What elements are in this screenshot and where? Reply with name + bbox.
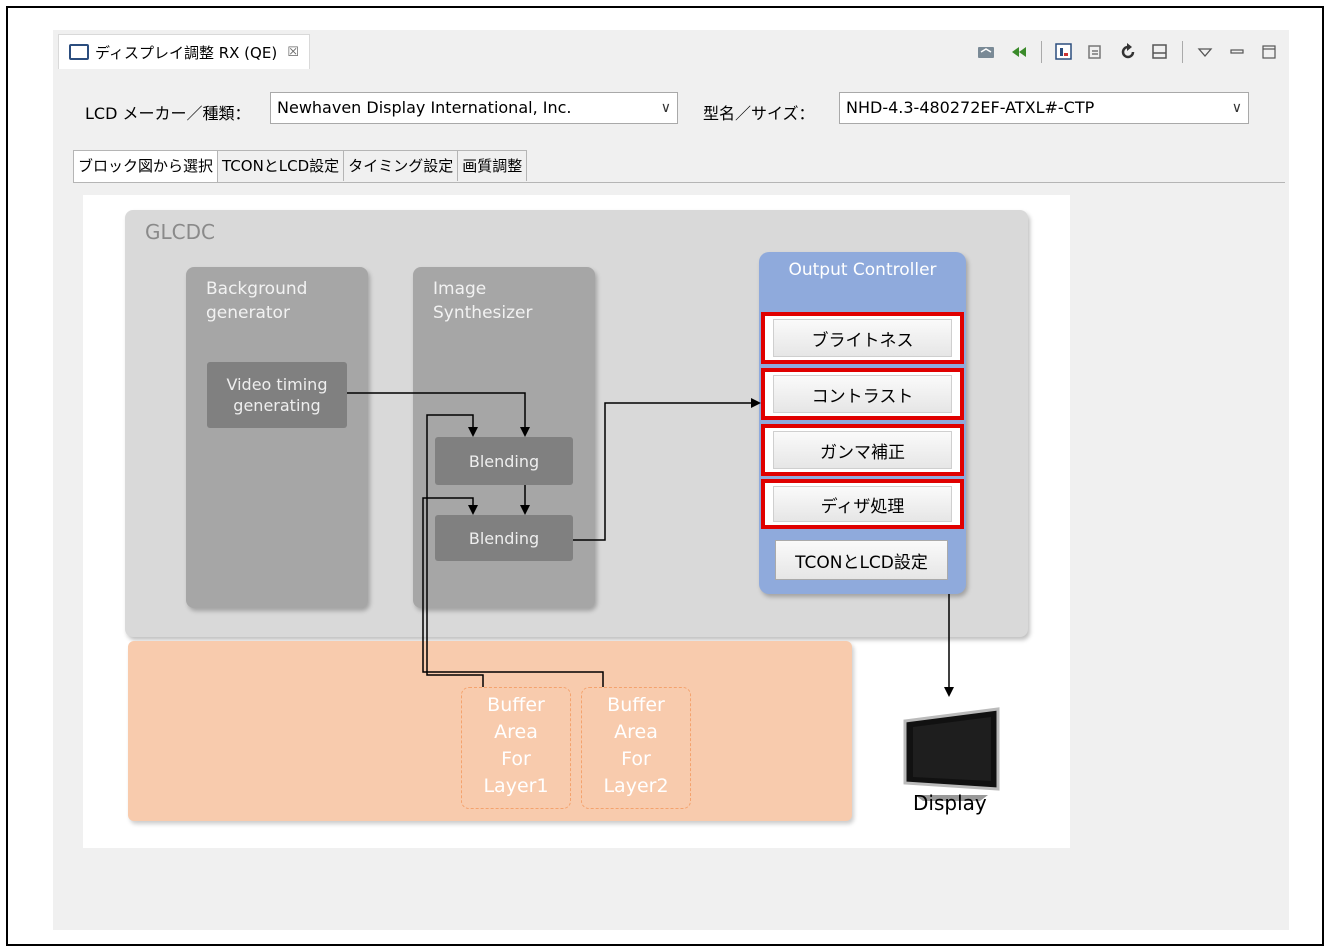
- lcd-model-select[interactable]: NHD-4.3-480272EF-ATXL#-CTP ∨: [839, 92, 1249, 124]
- video-timing-label-1: Video timing: [226, 375, 328, 394]
- brightness-label: ブライトネス: [773, 319, 952, 357]
- window-frame: ディスプレイ調整 RX (QE) ☒: [6, 6, 1324, 946]
- view-tab[interactable]: ディスプレイ調整 RX (QE) ☒: [58, 34, 310, 69]
- gamma-correction-button[interactable]: ガンマ補正: [761, 424, 964, 476]
- tab-divider: [73, 182, 1285, 183]
- gamma-label: ガンマ補正: [773, 431, 952, 469]
- buffer-area: [128, 641, 852, 821]
- view-toolbar: [977, 38, 1279, 66]
- output-controller-label: Output Controller: [788, 260, 937, 280]
- tab-block-diagram[interactable]: ブロック図から選択: [73, 150, 219, 183]
- chevron-down-icon: ∨: [660, 100, 671, 116]
- dither-label: ディザ処理: [773, 486, 952, 522]
- tab-image-quality[interactable]: 画質調整: [457, 150, 528, 181]
- view-tab-title: ディスプレイ調整 RX (QE): [95, 43, 278, 62]
- buffer-layer2: Buffer Area For Layer2: [581, 687, 691, 809]
- rewind-icon[interactable]: [1009, 42, 1029, 62]
- monitor-icon: [69, 44, 89, 60]
- settings-tabs: ブロック図から選択 TCONとLCD設定 タイミング設定 画質調整: [73, 150, 528, 183]
- video-timing-label-2: generating: [233, 396, 321, 415]
- buffer2-line2: Area: [614, 721, 658, 743]
- bg-generator-label-2: generator: [206, 303, 290, 323]
- blending-block-2: Blending: [435, 515, 573, 561]
- display-monitor-icon: [903, 707, 1000, 801]
- bg-generator-label-1: Background: [206, 279, 308, 299]
- buffer1-line4: Layer1: [483, 775, 549, 797]
- contrast-button[interactable]: コントラスト: [761, 368, 964, 420]
- brightness-button[interactable]: ブライトネス: [761, 312, 964, 364]
- lcd-model-value: NHD-4.3-480272EF-ATXL#-CTP: [846, 98, 1095, 117]
- lcd-selection-row: LCD メーカー／種類： Newhaven Display Internatio…: [53, 92, 1289, 132]
- lcd-maker-select[interactable]: Newhaven Display International, Inc. ∨: [270, 92, 678, 124]
- export-icon[interactable]: [1054, 42, 1074, 62]
- tab-tcon-lcd[interactable]: TCONとLCD設定: [217, 150, 345, 181]
- buffer1-line1: Buffer: [487, 694, 545, 716]
- connection-wires: [347, 392, 1000, 801]
- maximize-icon[interactable]: [1259, 42, 1279, 62]
- minimize-icon[interactable]: [1227, 42, 1247, 62]
- sync-icon[interactable]: [977, 42, 997, 62]
- buffer-layer1: Buffer Area For Layer1: [461, 687, 571, 809]
- blending-block-1: Blending: [435, 437, 573, 485]
- lcd-model-label: 型名／サイズ：: [703, 104, 815, 123]
- toolbar-separator: [1041, 41, 1042, 63]
- image-synth-label-1: Image: [433, 279, 487, 299]
- import-icon[interactable]: [1086, 42, 1106, 62]
- display-adjust-view: ディスプレイ調整 RX (QE) ☒: [53, 30, 1289, 930]
- view-menu-icon[interactable]: [1195, 42, 1215, 62]
- display-label: Display: [913, 791, 987, 815]
- dither-button[interactable]: ディザ処理: [761, 479, 964, 529]
- buffer2-line3: For: [621, 748, 651, 770]
- glcdc-label: GLCDC: [145, 220, 215, 244]
- tab-timing[interactable]: タイミング設定: [343, 150, 459, 181]
- contrast-label: コントラスト: [773, 375, 952, 413]
- block-diagram: GLCDC Background generator Video timing …: [83, 195, 1070, 848]
- image-synth-label-2: Synthesizer: [433, 303, 533, 323]
- buffer2-line4: Layer2: [603, 775, 669, 797]
- buffer2-line1: Buffer: [607, 694, 665, 716]
- output-controller-block: Output Controller ブライトネス コントラスト ガンマ補正 ディ…: [759, 252, 966, 594]
- toolbar-separator: [1182, 41, 1183, 63]
- lcd-maker-value: Newhaven Display International, Inc.: [277, 98, 572, 117]
- close-icon[interactable]: ☒: [287, 44, 299, 60]
- buffer1-line3: For: [501, 748, 531, 770]
- buffer1-line2: Area: [494, 721, 538, 743]
- chevron-down-icon: ∨: [1231, 100, 1242, 116]
- background-generator-block: Background generator: [186, 267, 368, 608]
- lcd-maker-label: LCD メーカー／種類：: [85, 104, 251, 123]
- refresh-icon[interactable]: [1118, 42, 1138, 62]
- video-timing-block: Video timing generating: [207, 362, 347, 428]
- tcon-lcd-button[interactable]: TCONとLCD設定: [775, 540, 948, 580]
- layout-icon[interactable]: [1150, 42, 1170, 62]
